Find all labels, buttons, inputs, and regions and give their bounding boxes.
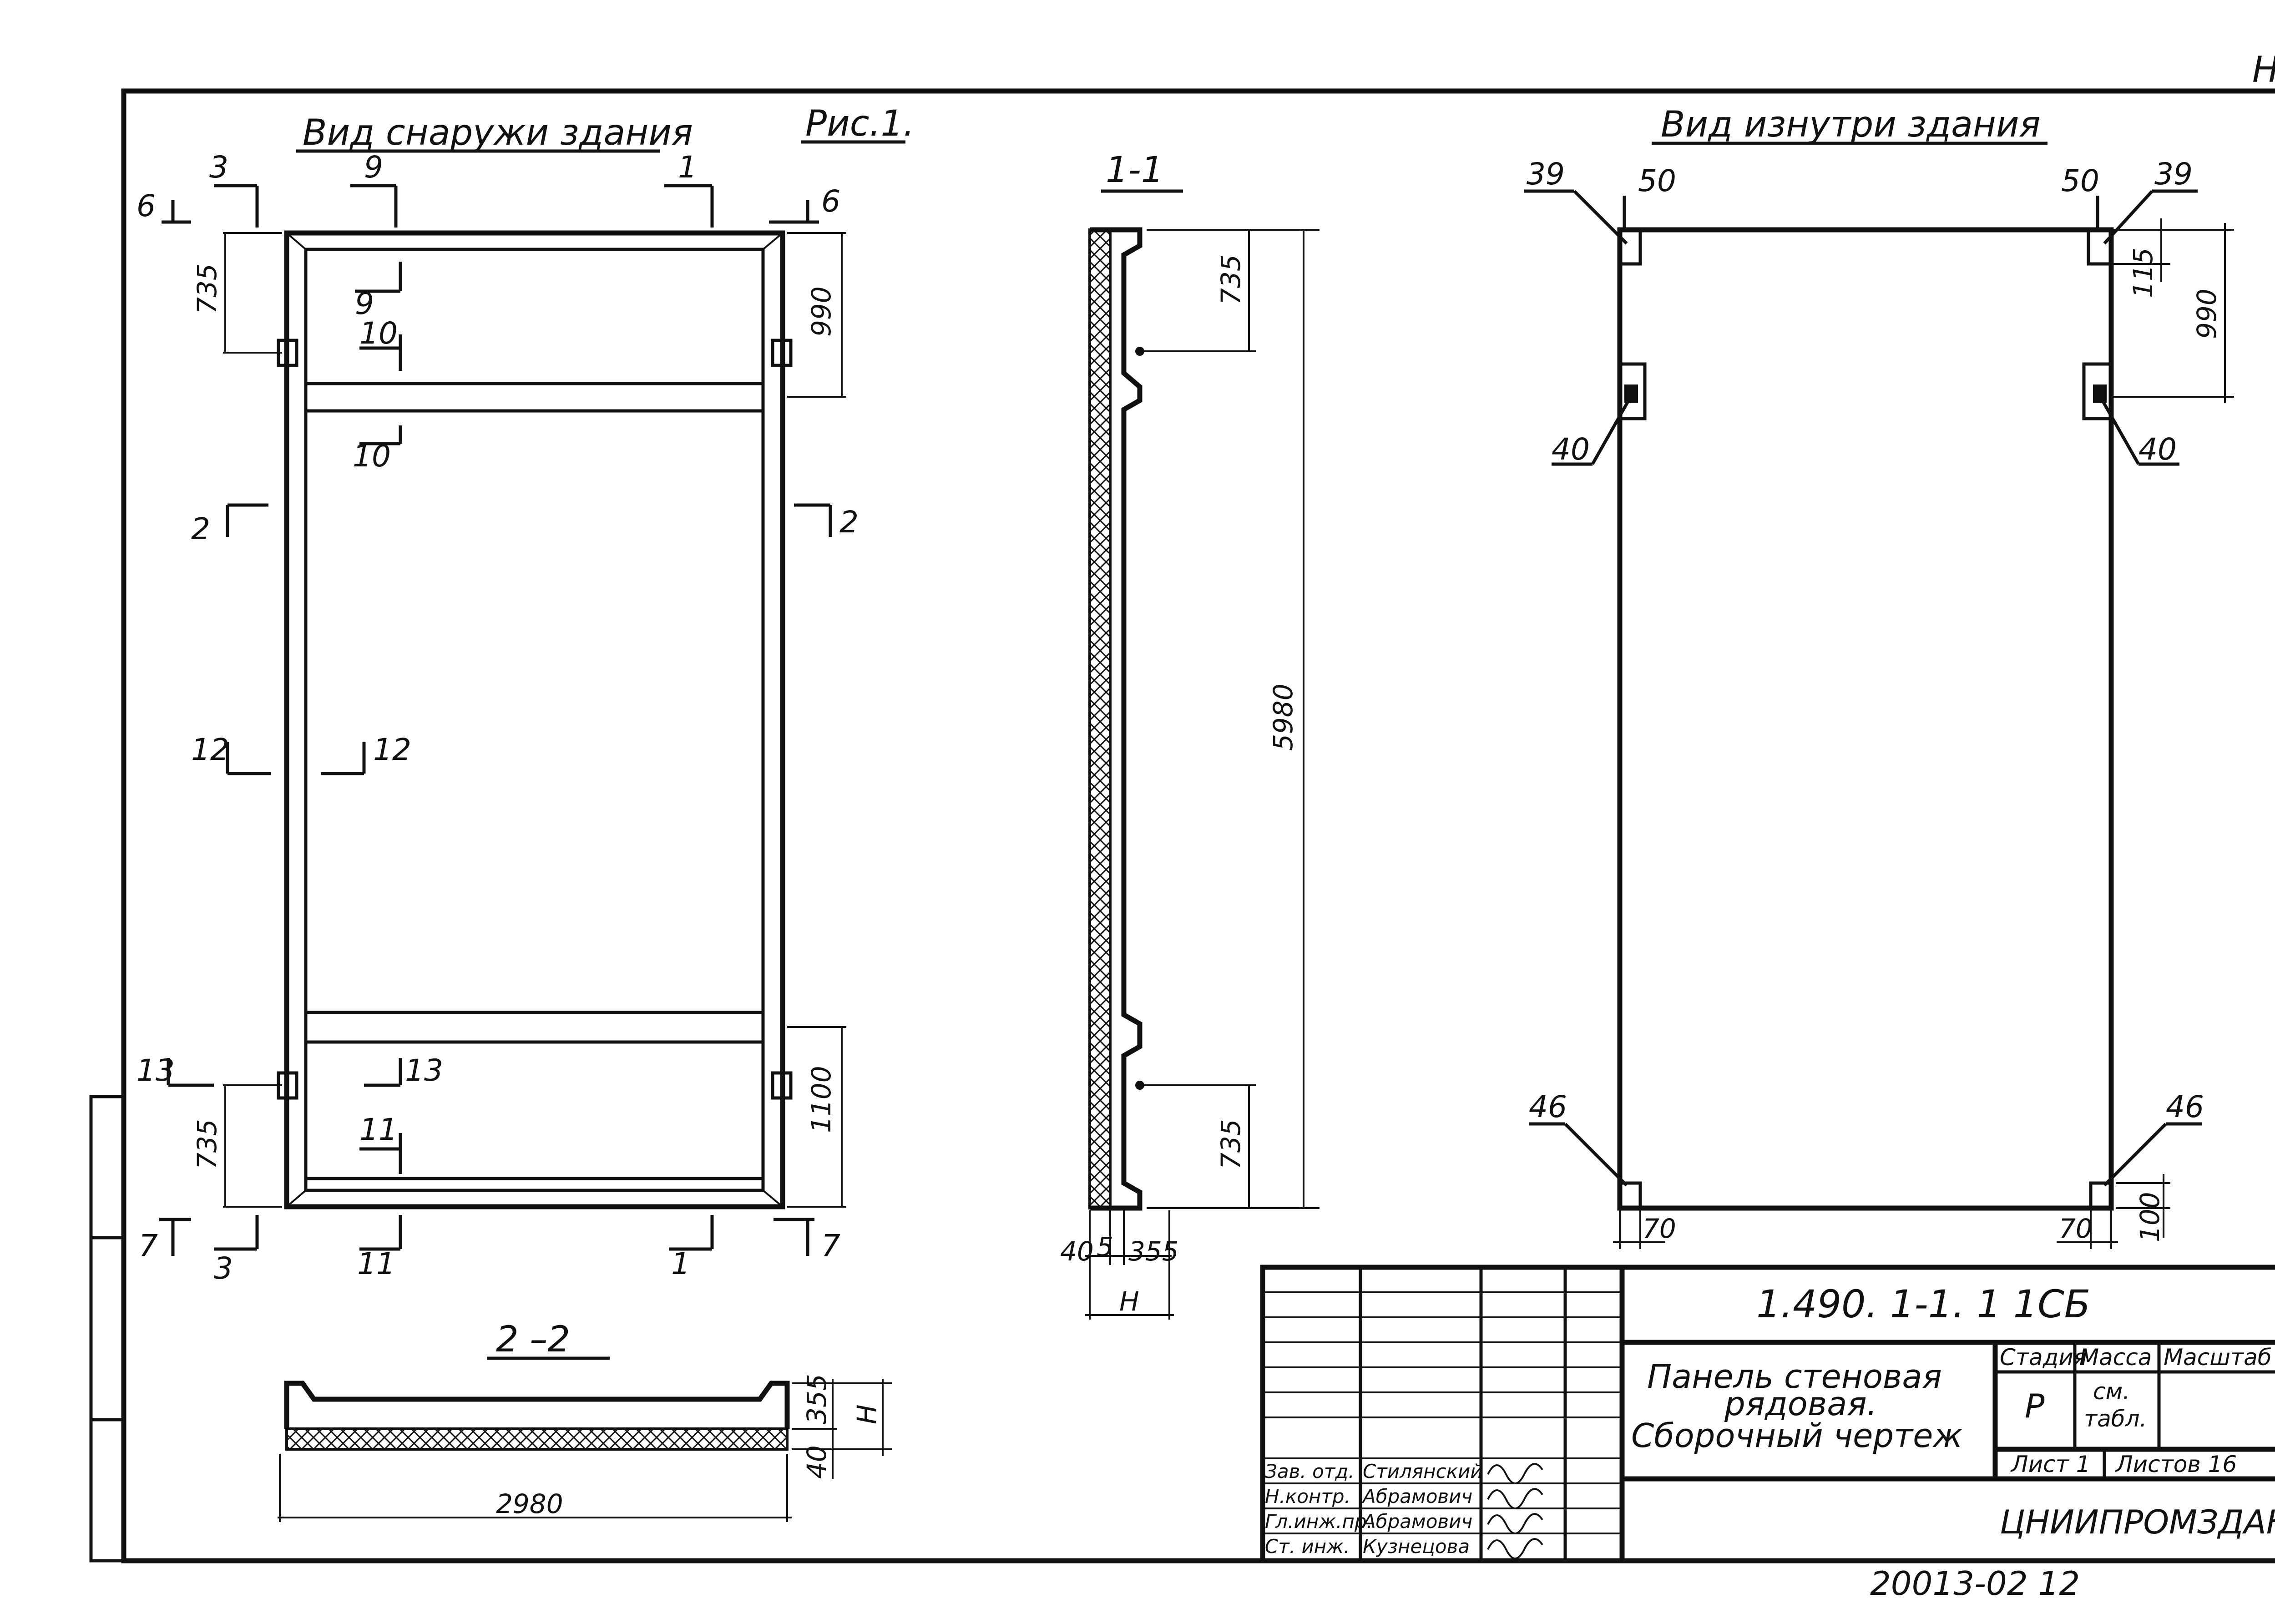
- svg-text:3: 3: [214, 1251, 233, 1286]
- svg-text:5: 5: [1097, 1231, 1113, 1262]
- svg-text:2: 2: [191, 511, 210, 546]
- svg-text:1: 1: [678, 150, 697, 185]
- svg-text:115: 115: [2128, 248, 2159, 298]
- svg-text:70: 70: [2059, 1213, 2093, 1244]
- view-inside-title: Вид изнутри здания: [1661, 104, 2041, 145]
- mass-value-2: табл.: [2084, 1406, 2147, 1432]
- svg-text:355: 355: [801, 1374, 832, 1424]
- drawing-name-2: рядовая.: [1724, 1385, 1877, 1423]
- drawing-name-3: Сборочный чертеж: [1631, 1417, 1962, 1455]
- svg-text:13: 13: [405, 1053, 443, 1088]
- svg-text:5980: 5980: [1268, 683, 1299, 751]
- svg-text:Н: Н: [1119, 1286, 1139, 1317]
- svg-text:735: 735: [1215, 254, 1246, 305]
- binding-strip: [89, 1095, 126, 1563]
- svg-text:7: 7: [821, 1228, 840, 1263]
- svg-text:50: 50: [1638, 163, 1676, 198]
- role-4: Ст. инж.: [1265, 1535, 1350, 1558]
- figure-label: Рис.1.: [805, 103, 915, 144]
- section-2-2-title: 2 –2: [496, 1319, 570, 1360]
- panel-outline-inner: [304, 248, 765, 1192]
- sheets-total: Листов 16: [2115, 1451, 2237, 1477]
- svg-text:1: 1: [671, 1246, 690, 1281]
- svg-text:100: 100: [2134, 1192, 2165, 1242]
- rib-top: [304, 382, 765, 413]
- stage-value: Р: [2025, 1387, 2045, 1425]
- rib-bottom: [304, 1011, 765, 1044]
- svg-text:11: 11: [359, 1112, 398, 1147]
- svg-text:Н: Н: [851, 1404, 882, 1424]
- drawing-name-1: Панель стеновая: [1647, 1357, 1942, 1396]
- svg-text:10: 10: [359, 316, 398, 351]
- section-1-1: 1-1 735 735 5980 40 5 355 Н: [1060, 150, 1320, 1320]
- name-2: Абрамович: [1361, 1485, 1472, 1508]
- svg-text:735: 735: [192, 263, 222, 314]
- section-1-1-title: 1-1: [1106, 150, 1163, 191]
- sheet-number: Лист 1: [2010, 1451, 2090, 1477]
- stage-header: Стадия: [2000, 1344, 2087, 1371]
- svg-text:50: 50: [2061, 163, 2099, 198]
- organization: ЦНИИПРОМЗДАНИЙ: [2000, 1503, 2275, 1541]
- sheet-frame: [121, 88, 2275, 1563]
- svg-text:990: 990: [806, 286, 837, 337]
- mass-value-1: см.: [2093, 1378, 2130, 1405]
- svg-text:355: 355: [1128, 1236, 1179, 1267]
- stamp-number: 20013-02 12: [1870, 1564, 2080, 1603]
- svg-text:40: 40: [1552, 432, 1590, 467]
- title-block: Зав. отд. Стилянский Н.контр. Абрамович …: [1260, 1265, 2275, 1563]
- svg-text:735: 735: [192, 1119, 222, 1169]
- name-3: Абрамович: [1361, 1510, 1472, 1533]
- role-1: Зав. отд.: [1265, 1460, 1355, 1482]
- svg-text:990: 990: [2191, 288, 2222, 339]
- svg-text:1100: 1100: [806, 1066, 837, 1133]
- panel-outline-outer: [284, 230, 785, 1209]
- svg-text:46: 46: [1529, 1089, 1567, 1124]
- role-2: Н.контр.: [1265, 1485, 1350, 1508]
- svg-text:9: 9: [364, 150, 383, 185]
- svg-text:39: 39: [1527, 157, 1565, 192]
- svg-text:13: 13: [136, 1053, 175, 1088]
- scale-header: Масштаб: [2164, 1344, 2272, 1371]
- svg-text:7: 7: [139, 1228, 158, 1263]
- svg-text:12: 12: [373, 732, 411, 767]
- svg-text:46: 46: [2166, 1089, 2204, 1124]
- svg-text:70: 70: [1643, 1213, 1676, 1244]
- svg-text:39: 39: [2154, 157, 2193, 192]
- mass-header: Масса: [2079, 1344, 2152, 1371]
- svg-text:9: 9: [355, 286, 374, 321]
- view-inside: Вид изнутри здания 39 50 50 39 40 40: [1524, 104, 2234, 1249]
- svg-text:2: 2: [839, 505, 859, 540]
- svg-text:11: 11: [357, 1246, 395, 1281]
- svg-text:12: 12: [191, 732, 229, 767]
- svg-text:40: 40: [801, 1445, 832, 1479]
- svg-text:735: 735: [1215, 1119, 1246, 1169]
- corner-mark: Н: [2252, 50, 2275, 91]
- svg-text:6: 6: [136, 188, 156, 223]
- svg-text:40: 40: [2138, 432, 2177, 467]
- role-3: Гл.инж.пр.: [1265, 1510, 1373, 1533]
- svg-text:3: 3: [209, 150, 228, 185]
- name-1: Стилянский: [1363, 1460, 1483, 1482]
- section-2-2: 2 –2 2980 355 40 Н: [278, 1319, 892, 1522]
- svg-text:40: 40: [1060, 1236, 1094, 1267]
- drawing-code: 1.490. 1-1. 1 1СБ: [1756, 1282, 2090, 1326]
- view-outside: Вид снаружи здания Рис.1. 6 6 3 9: [136, 103, 915, 1286]
- svg-text:2980: 2980: [496, 1488, 563, 1519]
- name-4: Кузнецова: [1363, 1535, 1470, 1558]
- svg-text:10: 10: [353, 439, 391, 474]
- svg-text:6: 6: [821, 184, 840, 219]
- inner-panel-outline: [1617, 227, 2114, 1211]
- view-outside-title: Вид снаружи здания: [303, 112, 693, 153]
